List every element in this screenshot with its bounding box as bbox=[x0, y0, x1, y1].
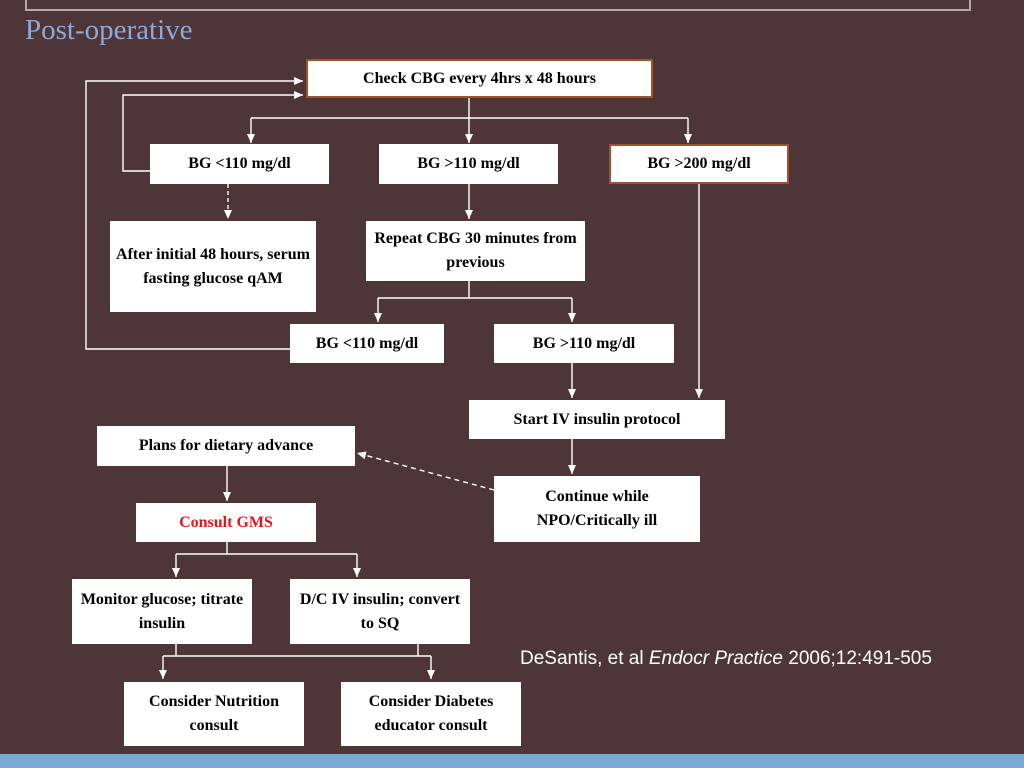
top-frame-decoration bbox=[25, 0, 971, 11]
citation: DeSantis, et al Endocr Practice 2006;12:… bbox=[520, 648, 932, 670]
after-48-hours-box: After initial 48 hours, serum fasting gl… bbox=[110, 221, 316, 312]
citation-details: 2006;12:491-505 bbox=[782, 648, 932, 669]
loop-back-from-bg-lt-110 bbox=[122, 91, 303, 172]
bg-lt-110-repeat-box: BG <110 mg/dl bbox=[290, 324, 444, 363]
nutrition-consult-box: Consider Nutrition consult bbox=[124, 682, 304, 746]
bg-gt-200-box: BG >200 mg/dl bbox=[609, 144, 789, 184]
dashed-arrow-to-plans-dietary bbox=[356, 451, 495, 491]
bg-gt-110-repeat-box: BG >110 mg/dl bbox=[494, 324, 674, 363]
citation-authors: DeSantis, et al bbox=[520, 648, 649, 669]
start-iv-insulin-box: Start IV insulin protocol bbox=[469, 400, 725, 439]
slide-title: Post-operative bbox=[25, 14, 193, 46]
bg-lt-110-box: BG <110 mg/dl bbox=[150, 144, 329, 184]
bg-gt-110-box: BG >110 mg/dl bbox=[379, 144, 558, 184]
repeat-cbg-box: Repeat CBG 30 minutes from previous bbox=[366, 221, 585, 281]
consult-gms-box: Consult GMS bbox=[136, 503, 316, 542]
continue-npo-box: Continue while NPO/Critically ill bbox=[494, 476, 700, 542]
monitor-glucose-box: Monitor glucose; titrate insulin bbox=[72, 579, 252, 644]
diabetes-educator-box: Consider Diabetes educator consult bbox=[341, 682, 521, 746]
dc-iv-insulin-box: D/C IV insulin; convert to SQ bbox=[290, 579, 470, 644]
check-cbg-box: Check CBG every 4hrs x 48 hours bbox=[306, 59, 653, 98]
loop-back-from-bg-lt-110-repeat bbox=[85, 77, 303, 350]
bottom-accent-bar bbox=[0, 754, 1024, 768]
citation-journal: Endocr Practice bbox=[648, 648, 783, 669]
plans-dietary-box: Plans for dietary advance bbox=[97, 426, 355, 466]
